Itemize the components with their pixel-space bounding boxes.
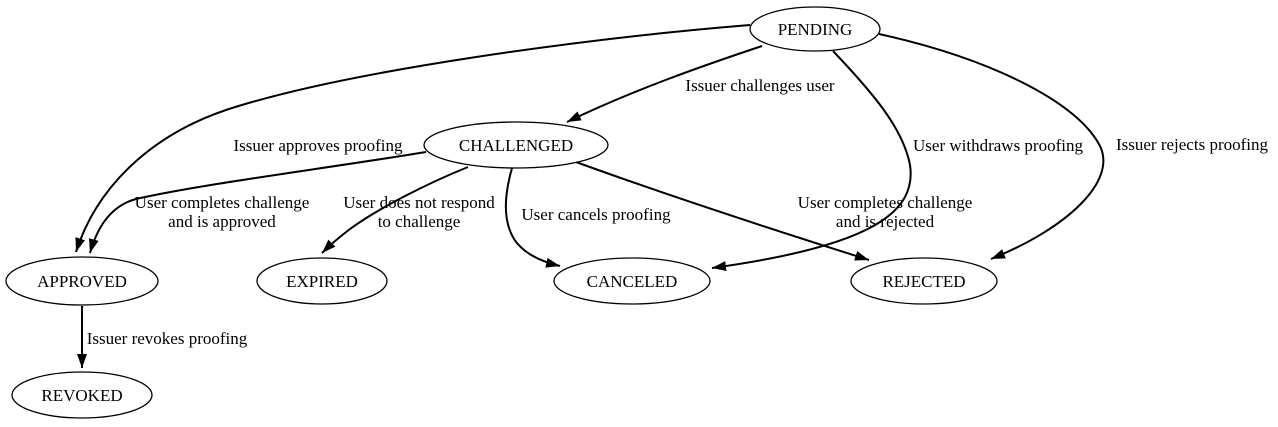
node-expired-label: EXPIRED xyxy=(286,272,358,291)
edge-challenged-to-expired xyxy=(321,166,469,254)
edge-labels-layer: Issuer challenges user Issuer approves p… xyxy=(87,76,1269,348)
node-approved: APPROVED xyxy=(5,256,159,306)
node-rejected: REJECTED xyxy=(850,257,998,305)
node-canceled-label: CANCELED xyxy=(587,272,678,291)
edge-label-user-completes-challenge-rejected-line1: User completes challenge xyxy=(798,193,973,212)
node-revoked: REVOKED xyxy=(11,371,153,419)
edge-label-issuer-approves-proofing: Issuer approves proofing xyxy=(233,136,403,155)
nodes-layer: PENDING CHALLENGED APPROVED EXPIRED CANC… xyxy=(5,6,998,419)
edges-layer xyxy=(75,24,1105,368)
edge-label-user-cancels-proofing: User cancels proofing xyxy=(521,205,671,224)
edge-challenged-to-rejected xyxy=(575,161,870,261)
node-pending-shape xyxy=(749,6,881,52)
edge-label-user-does-not-respond-line1: User does not respond xyxy=(343,193,495,212)
edge-pending-to-canceled xyxy=(711,50,912,272)
edge-label-user-completes-challenge-approved-line1: User completes challenge xyxy=(135,193,310,212)
edge-label-user-completes-challenge-approved-line2: and is approved xyxy=(168,212,276,231)
node-approved-label: APPROVED xyxy=(37,272,127,291)
node-expired: EXPIRED xyxy=(256,257,388,305)
edge-label-issuer-rejects-proofing: Issuer rejects proofing xyxy=(1116,135,1269,154)
edge-pending-to-rejected xyxy=(878,33,1105,260)
edge-label-user-completes-challenge-rejected-line2: and is rejected xyxy=(836,212,935,231)
edge-label-user-does-not-respond-line2: to challenge xyxy=(378,212,461,231)
node-challenged-shape xyxy=(423,121,609,169)
node-revoked-shape xyxy=(11,371,153,419)
node-rejected-label: REJECTED xyxy=(882,272,965,291)
edge-label-user-withdraws-proofing: User withdraws proofing xyxy=(913,136,1083,155)
edge-pending-to-approved xyxy=(75,24,751,253)
edge-challenged-to-approved xyxy=(88,151,427,254)
edge-label-issuer-revokes-proofing: Issuer revokes proofing xyxy=(87,329,248,348)
node-approved-shape xyxy=(5,256,159,306)
node-pending: PENDING xyxy=(749,6,881,52)
node-revoked-label: REVOKED xyxy=(41,386,122,405)
edge-challenged-to-canceled xyxy=(504,167,561,268)
node-challenged-label: CHALLENGED xyxy=(459,136,573,155)
node-canceled-shape xyxy=(553,257,711,305)
edge-label-issuer-challenges-user: Issuer challenges user xyxy=(685,76,835,95)
node-pending-label: PENDING xyxy=(778,20,853,39)
node-canceled: CANCELED xyxy=(553,257,711,305)
edge-pending-to-challenged xyxy=(566,45,763,123)
node-challenged: CHALLENGED xyxy=(423,121,609,169)
node-expired-shape xyxy=(256,257,388,305)
node-rejected-shape xyxy=(850,257,998,305)
